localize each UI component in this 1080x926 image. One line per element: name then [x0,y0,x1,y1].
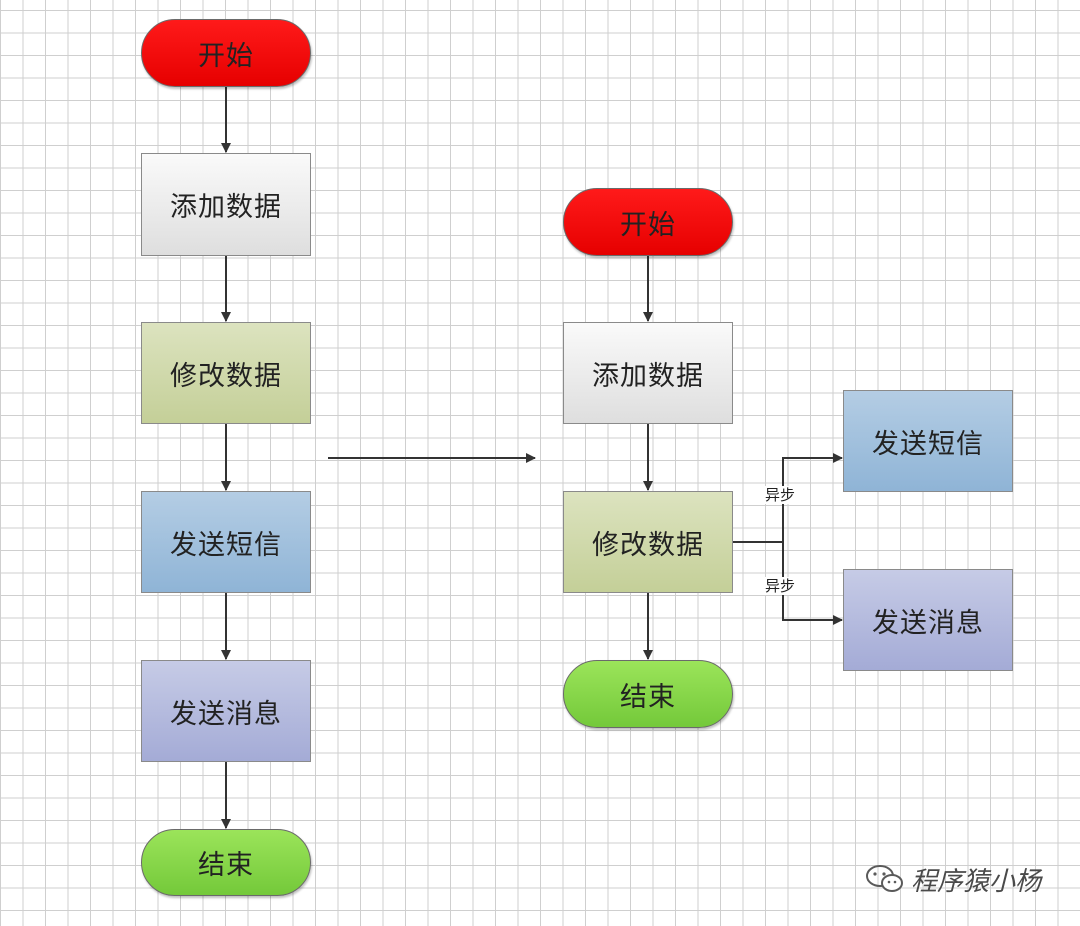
right-add-data-node: 添加数据 [563,322,733,424]
watermark: 程序猿小杨 [865,862,1042,897]
left-send-message-node: 发送消息 [141,660,311,762]
left-modify-data-node: 修改数据 [141,322,311,424]
async-label-bottom: 异步 [763,577,798,595]
right-send-sms-node: 发送短信 [843,390,1013,492]
wechat-icon [866,865,903,892]
left-add-data-node: 添加数据 [141,153,311,256]
right-end-node: 结束 [563,660,733,728]
left-start-node: 开始 [141,19,311,87]
left-send-sms-node: 发送短信 [141,491,311,593]
right-start-node: 开始 [563,188,733,256]
right-modify-data-node: 修改数据 [563,491,733,593]
right-send-message-node: 发送消息 [843,569,1013,671]
left-end-node: 结束 [141,829,311,896]
watermark-text: 程序猿小杨 [911,866,1042,897]
async-label-top: 异步 [763,486,798,504]
